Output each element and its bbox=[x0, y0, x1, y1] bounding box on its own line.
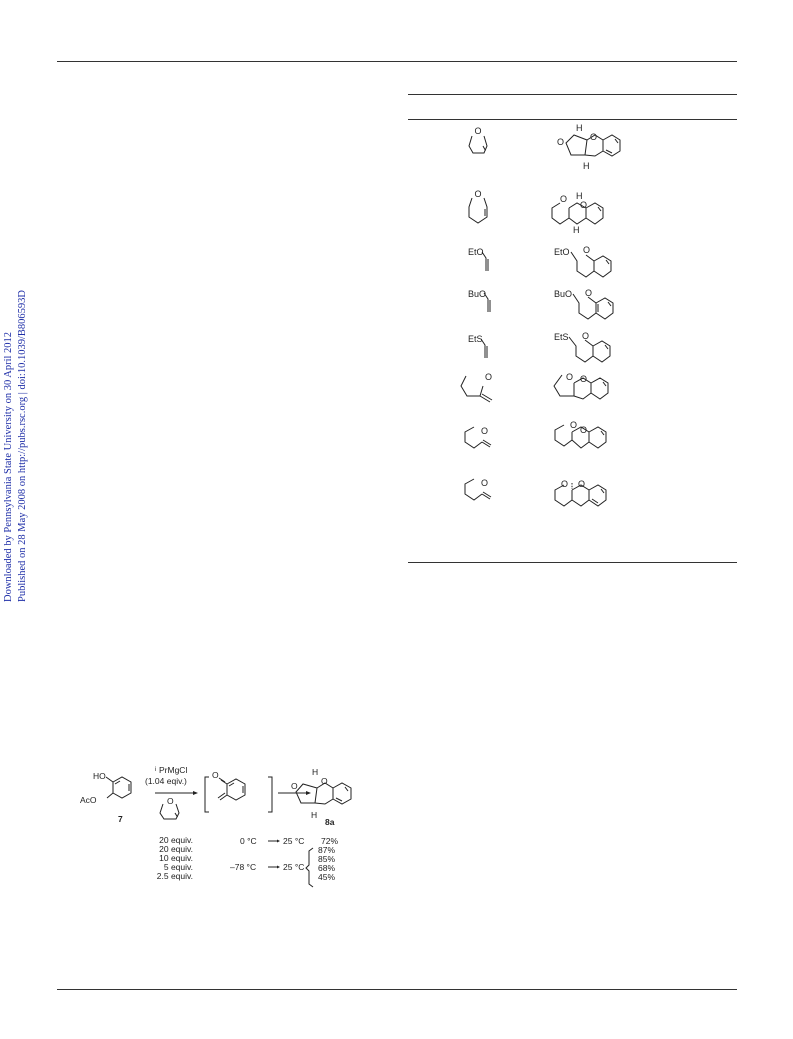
compound-number-7: 7 bbox=[118, 814, 123, 824]
yield-value: 87% bbox=[318, 845, 335, 855]
table-row: O O O bbox=[460, 372, 609, 403]
substrate-table: O H O O H O O H O H bbox=[460, 123, 621, 507]
reagent-name: PrMgCl bbox=[159, 765, 187, 775]
product-label: BuO bbox=[554, 289, 572, 299]
product-h-label: H bbox=[573, 225, 580, 235]
equivalents-value: 20 equiv. bbox=[159, 835, 193, 845]
reagent-o-label: O bbox=[481, 478, 488, 488]
reagent-methylene-thf: O bbox=[460, 372, 493, 403]
product-h-bottom: H bbox=[311, 810, 317, 820]
product-o-label: O bbox=[570, 420, 577, 430]
product-8a: H O O H 8a bbox=[291, 767, 352, 827]
temperature-conditions: 0 °C 25 °C –78 °C 25 °C bbox=[230, 836, 314, 888]
intermediate-o-label: O bbox=[212, 770, 219, 780]
temperature-start: 0 °C bbox=[240, 836, 257, 846]
watermark-line-published[interactable]: Published on 28 May 2008 on http://pubs.… bbox=[17, 290, 28, 602]
compound-number-8a: 8a bbox=[325, 817, 335, 827]
yield-value: 85% bbox=[318, 854, 335, 864]
reagent-dihydropyran: O bbox=[468, 189, 488, 224]
yield-value: 45% bbox=[318, 872, 335, 882]
product-furobenzopyran: H O O H bbox=[557, 123, 621, 171]
reagent-butyl-vinyl-ether: BuO bbox=[468, 289, 491, 312]
product-butoxy-chroman: BuO O bbox=[554, 288, 614, 320]
reagent-superscript: i bbox=[155, 767, 156, 773]
product-o-label: O bbox=[580, 425, 587, 435]
product-o-label: O bbox=[557, 137, 564, 147]
reagent-methylene-thp: O bbox=[464, 426, 492, 449]
product-o-label: O bbox=[560, 194, 567, 204]
product-h-label: H bbox=[583, 161, 590, 171]
product-spiro-pyran-chroman: O O bbox=[554, 420, 607, 449]
equivalents-list: 20 equiv. 20 equiv. 10 equiv. 5 equiv. 2… bbox=[157, 835, 193, 881]
product-o-label: O bbox=[582, 331, 589, 341]
product-label: EtO bbox=[554, 247, 570, 257]
product-o-label: O bbox=[590, 132, 597, 142]
intermediate-bracketed: O bbox=[204, 770, 273, 813]
product-o-label: O bbox=[580, 374, 587, 384]
product-h-label: H bbox=[576, 123, 583, 133]
yield-value: 68% bbox=[318, 863, 335, 873]
table-bottom-rule bbox=[408, 562, 737, 563]
reaction-scheme: HO AcO 7 i PrMgCl (1.04 eqiv.) O O bbox=[80, 765, 352, 888]
product-ethoxy-chroman: EtO O bbox=[554, 245, 612, 278]
table-row: BuO BuO O bbox=[468, 288, 614, 320]
reagent-o-label: O bbox=[481, 426, 488, 436]
product-o-label: O bbox=[561, 479, 568, 489]
table-header-rule bbox=[408, 119, 737, 120]
reagent-methylene-thp: O bbox=[464, 478, 492, 501]
yields-list: 72% 87% 85% 68% 45% bbox=[318, 836, 338, 882]
reagent-label: EtS bbox=[468, 334, 483, 344]
product-spiro-pyran-chroman-stereo: O O bbox=[554, 479, 607, 507]
product-pyranobenzopyran: O H O H bbox=[551, 191, 604, 235]
footer-rule bbox=[57, 989, 737, 990]
product-spiro-furan-chroman: O O bbox=[553, 372, 609, 400]
starting-material-7: HO AcO 7 bbox=[80, 771, 132, 824]
download-watermark: Downloaded by Pennsylvania State Univers… bbox=[2, 282, 32, 602]
reagent-ethyl-vinyl-sulfide: EtS bbox=[468, 334, 488, 358]
product-label: EtS bbox=[554, 332, 569, 342]
table-row: O O H O H bbox=[468, 189, 604, 235]
table-row: O O O bbox=[464, 478, 607, 507]
product-o-label: O bbox=[580, 200, 587, 210]
temperature-start: –78 °C bbox=[230, 862, 256, 872]
equivalents-value: 5 equiv. bbox=[164, 862, 193, 872]
reagent-o-label: O bbox=[474, 126, 481, 136]
condition-brace bbox=[305, 847, 314, 888]
temperature-end: 25 °C bbox=[283, 836, 304, 846]
reagent-o-label: O bbox=[485, 372, 492, 382]
product-ethylthio-chroman: EtS O bbox=[554, 331, 611, 363]
reagent-dihydrofuran: O bbox=[468, 126, 488, 154]
table-row: O O O bbox=[464, 420, 607, 449]
table-row: O H O O H bbox=[468, 123, 621, 171]
product-o-label: O bbox=[291, 781, 298, 791]
reagent-o-label: O bbox=[474, 189, 481, 199]
table-row: EtS EtS O bbox=[468, 331, 611, 363]
product-o-label: O bbox=[585, 288, 592, 298]
watermark-line-download[interactable]: Downloaded by Pennsylvania State Univers… bbox=[3, 331, 14, 602]
table-top-rule bbox=[408, 94, 737, 95]
reagent-ethyl-vinyl-ether: EtO bbox=[468, 247, 489, 271]
equivalents-value: 10 equiv. bbox=[159, 853, 193, 863]
product-h-label: H bbox=[576, 191, 583, 201]
product-o-label: O bbox=[566, 372, 573, 382]
reagent-equivalents: (1.04 eqiv.) bbox=[145, 776, 187, 786]
yield-value: 72% bbox=[321, 836, 338, 846]
product-h-top: H bbox=[312, 767, 318, 777]
header-rule bbox=[57, 61, 737, 62]
equivalents-value: 2.5 equiv. bbox=[157, 871, 193, 881]
product-o-label: O bbox=[578, 479, 585, 489]
reagent-label: EtO bbox=[468, 247, 484, 257]
temperature-end: 25 °C bbox=[283, 862, 304, 872]
table-row: EtO EtO O bbox=[468, 245, 612, 278]
reagent-label: BuO bbox=[468, 289, 486, 299]
reagent-conditions: i PrMgCl (1.04 eqiv.) O bbox=[145, 765, 198, 820]
dihydrofuran-reagent: O bbox=[159, 796, 180, 820]
hydroxy-label: HO bbox=[93, 771, 106, 781]
acetoxy-label: AcO bbox=[80, 795, 97, 805]
equivalents-value: 20 equiv. bbox=[159, 844, 193, 854]
product-o-label: O bbox=[583, 245, 590, 255]
dihydrofuran-o-label: O bbox=[167, 796, 174, 806]
product-o-label: O bbox=[321, 776, 328, 786]
